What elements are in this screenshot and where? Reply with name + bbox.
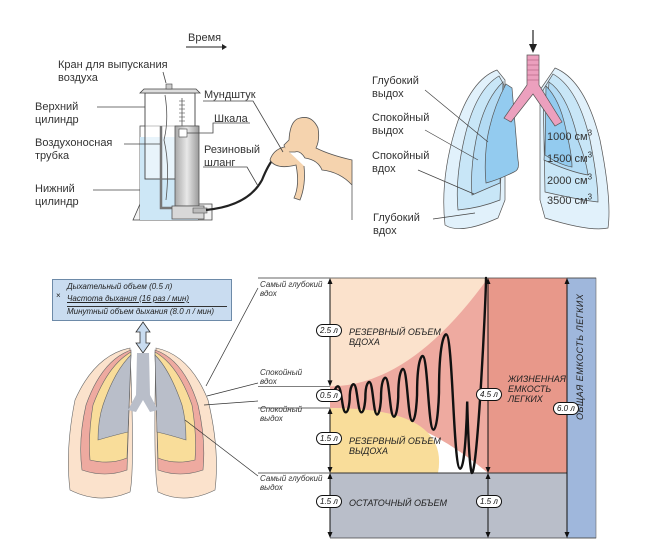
scale-column [174, 125, 200, 207]
region-label-residual: ОСТАТОЧНЫЙ ОБЪЕМ [349, 498, 447, 508]
deep-exhale-label: Глубокий выдох [372, 75, 419, 100]
value-pill-total-capacity: 6.0 л [553, 402, 579, 415]
value-pill-vital-capacity: 4.5 л [476, 388, 502, 401]
segment-residual [330, 473, 567, 538]
respiratory-rate-text: Частота дыхания (16 раз / мин) [67, 294, 190, 303]
dim-arrow-residual-head-bottom [327, 532, 333, 538]
level-label-calm-inhale: Спокойный вдох [260, 368, 303, 386]
person-figure [283, 117, 353, 220]
tidal-volume-text: Дыхательный объем (0.5 л) [67, 282, 173, 291]
region-label-total-capacity: ОБЩАЯ ЕМКОСТЬ ЛЕГКИХ [575, 293, 585, 420]
dim-arrow-erv-head-top [327, 408, 333, 414]
deep-inhale-label: Глубокий вдох [373, 212, 420, 237]
air-tube-label: Воздухоносная трубка [35, 137, 113, 162]
dim-arrow-residual-head-top [327, 473, 333, 479]
mouthpiece-label: Мундштук [204, 89, 256, 101]
dim-arrow-vital-capacity-head-bottom [485, 467, 491, 473]
dim-arrow-residual-right-head-top [485, 473, 491, 479]
air-tube [159, 126, 176, 210]
airflow-arrow-icon [529, 44, 537, 53]
volume-label-1500: 1500 см3 [547, 150, 593, 165]
dim-arrow-residual-right-head-bottom [485, 532, 491, 538]
value-pill-residual-right: 1.5 л [476, 495, 502, 508]
calm-exhale-label: Спокойный выдох [372, 112, 430, 137]
volume-label-1000: 1000 см3 [547, 128, 593, 143]
value-pill-tidal: 0.5 л [316, 389, 342, 402]
right-lung-residual [154, 354, 187, 441]
hose-label: Резиновый шланг [204, 144, 261, 169]
segment-erv [330, 408, 440, 473]
value-pill-residual: 1.5 л [316, 495, 342, 508]
region-label-vital-capacity: ЖИЗНЕННАЯ ЕМКОСТЬ ЛЕГКИХ [508, 374, 566, 404]
value-pill-erv: 1.5 л [316, 432, 342, 445]
dim-arrow-total-capacity-head-bottom [564, 532, 570, 538]
time-arrow-head-icon [222, 44, 227, 50]
multiply-sign: × [56, 291, 61, 300]
level-label-deepest-exhale: Самый глубокий выдох [260, 474, 323, 492]
minute-volume-text: Минутный объем дыхания (8.0 л / мин) [67, 307, 215, 316]
dim-arrow-irv-head-bottom [327, 380, 333, 387]
dim-arrow-erv-head-bottom [327, 467, 333, 473]
volume-label-3500: 3500 см3 [547, 192, 593, 207]
level-label-deepest-inhale: Самый глубокий вдох [260, 280, 323, 298]
value-pill-irv: 2.5 л [316, 324, 342, 337]
dim-arrow-irv-head-top [327, 278, 333, 284]
calm-inhale-label: Спокойный вдох [372, 150, 430, 175]
valve-label: Кран для выпускания воздуха [58, 59, 168, 84]
level-label-calm-exhale: Спокойный выдох [260, 405, 303, 423]
spirogram-trace [332, 276, 488, 475]
valve-icon [165, 83, 173, 90]
region-label-expiratory-reserve: РЕЗЕРВНЫЙ ОБЪЕМ ВЫДОХА [349, 436, 441, 456]
time-label: Время [188, 32, 222, 44]
person-arm [269, 146, 305, 201]
segment-tidal [330, 278, 488, 473]
upper-cylinder-label: Верхний цилиндр [35, 101, 79, 126]
segment-vital-capacity [488, 278, 567, 473]
lower-cylinder-label: Нижний цилиндр [35, 183, 79, 208]
dim-arrow-total-capacity-head-top [564, 278, 570, 284]
rubber-hose [205, 157, 275, 212]
minute-volume-formula: × Дыхательный объем (0.5 л) Частота дыха… [52, 279, 232, 321]
fraction-line [67, 306, 227, 307]
scale-label: Шкала [214, 113, 248, 125]
region-label-inspiratory-reserve: РЕЗЕРВНЫЙ ОБЪЕМ ВДОХА [349, 327, 441, 347]
left-lung-residual [97, 354, 132, 441]
volume-label-2000: 2000 см3 [547, 172, 593, 187]
